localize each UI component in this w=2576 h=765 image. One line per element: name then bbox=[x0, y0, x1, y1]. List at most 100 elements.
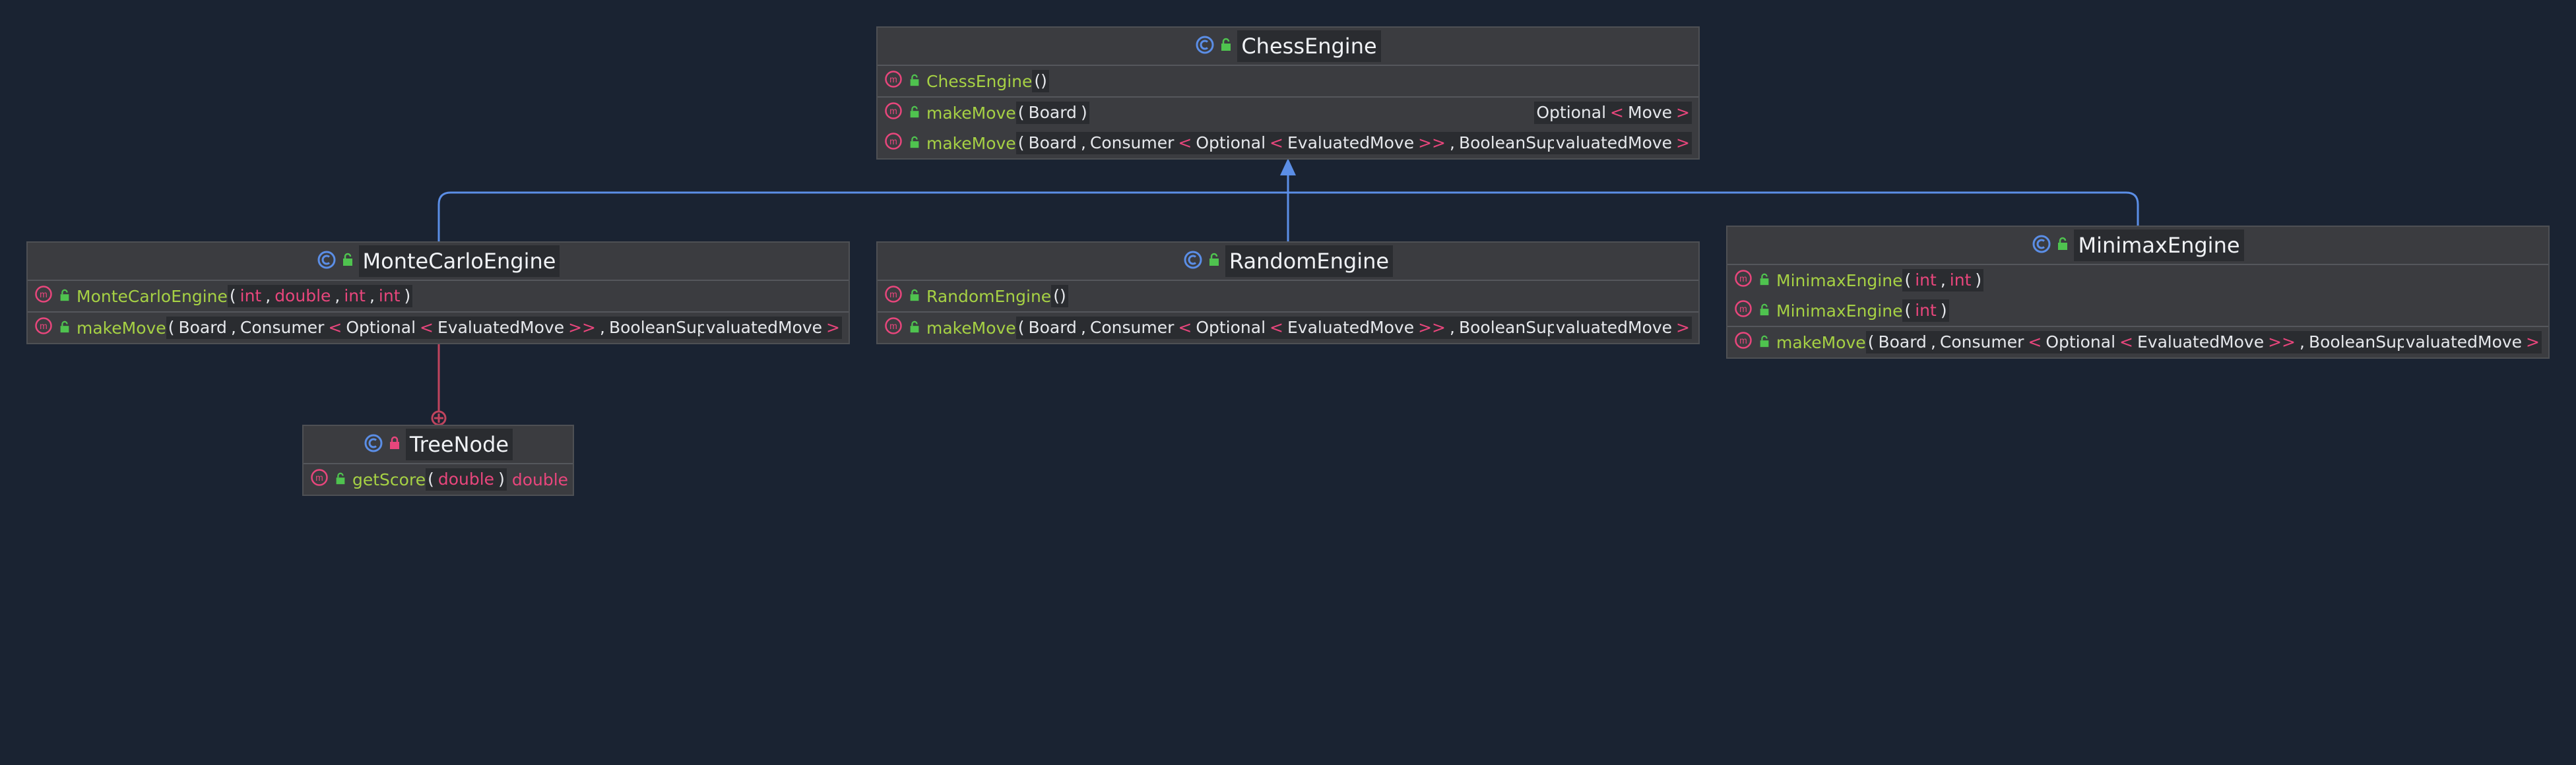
constructor-row[interactable]: m MonteCarloEngine (int,double,int,int) bbox=[28, 281, 849, 311]
method-name: makeMove bbox=[926, 318, 1016, 338]
class-title: TreeNode bbox=[405, 429, 513, 460]
class-node-random-engine[interactable]: RandomEngine m RandomEngine () m makeMov… bbox=[876, 241, 1700, 344]
generic-close: > bbox=[1674, 132, 1692, 154]
public-lock-icon bbox=[340, 253, 355, 270]
method-name: makeMove bbox=[926, 103, 1016, 123]
class-title: MonteCarloEngine bbox=[358, 245, 560, 277]
param-separator: , bbox=[1078, 317, 1088, 339]
param-type: EvaluatedMove bbox=[435, 317, 567, 339]
param-open: ( bbox=[1902, 299, 1914, 322]
public-lock-icon bbox=[334, 470, 347, 489]
param-separator: , bbox=[1938, 269, 1948, 291]
return-type: valuatedMove> bbox=[703, 313, 842, 343]
svg-text:m: m bbox=[1739, 273, 1747, 284]
public-lock-icon bbox=[908, 287, 921, 306]
method-name: MonteCarloEngine bbox=[77, 286, 228, 306]
generic-open: < bbox=[1176, 317, 1194, 339]
param-type: Board bbox=[176, 317, 229, 339]
public-lock-icon bbox=[2055, 237, 2070, 254]
method-name: makeMove bbox=[926, 133, 1016, 153]
generic-arg: Move bbox=[1626, 102, 1675, 124]
return-type: Optional<Move> bbox=[1534, 98, 1692, 128]
svg-text:m: m bbox=[315, 472, 323, 483]
method-icon: m bbox=[884, 102, 903, 124]
return-type-name: double bbox=[511, 470, 569, 489]
svg-text:m: m bbox=[40, 321, 48, 331]
methods-section: m makeMove (Board,Consumer<Optional<Eval… bbox=[28, 313, 849, 343]
return-type: valuatedMove> bbox=[2403, 327, 2542, 357]
param-type: Board bbox=[1026, 132, 1079, 154]
svg-text:m: m bbox=[1739, 335, 1747, 346]
class-node-minimax-engine[interactable]: MinimaxEngine m MinimaxEngine (int,int) … bbox=[1726, 226, 2550, 359]
return-type: valuatedMove> bbox=[1553, 128, 1692, 158]
param-type: int bbox=[238, 285, 264, 307]
return-type-name: Optional bbox=[1534, 102, 1609, 124]
param-type: int bbox=[1913, 269, 1939, 291]
method-icon: m bbox=[884, 285, 903, 307]
param-open: ( bbox=[166, 317, 177, 339]
class-node-chess-engine[interactable]: ChessEngine m ChessEngine () m makeMove … bbox=[876, 26, 1700, 160]
method-icon: m bbox=[884, 132, 903, 154]
constructor-row[interactable]: m ChessEngine () bbox=[878, 66, 1698, 96]
return-type-name: valuatedMove bbox=[1553, 317, 1675, 339]
constructor-row[interactable]: m MinimaxEngine (int) bbox=[1727, 295, 2548, 326]
param-open: ( bbox=[426, 468, 436, 491]
param-open: ( bbox=[1015, 317, 1027, 339]
method-row[interactable]: m makeMove (Board,Consumer<Optional<Eval… bbox=[28, 313, 849, 343]
method-row[interactable]: m makeMove (Board) Optional<Move> bbox=[878, 98, 1698, 128]
svg-text:m: m bbox=[889, 136, 897, 146]
param-open: ( bbox=[1015, 132, 1027, 154]
param-close: ) bbox=[1973, 269, 1984, 291]
generic-open: < bbox=[1176, 132, 1194, 154]
public-lock-icon bbox=[1207, 253, 1221, 270]
public-lock-icon bbox=[1758, 333, 1771, 352]
class-icon bbox=[2032, 234, 2051, 257]
method-row[interactable]: m makeMove (Board,Consumer<Optional<Eval… bbox=[878, 313, 1698, 343]
public-lock-icon bbox=[58, 319, 71, 338]
generic-open: < bbox=[1268, 132, 1285, 154]
return-type-name: valuatedMove bbox=[703, 317, 825, 339]
return-type-name: valuatedMove bbox=[1553, 132, 1675, 154]
constructor-row[interactable]: m RandomEngine () bbox=[878, 281, 1698, 311]
constructor-row[interactable]: m MinimaxEngine (int,int) bbox=[1727, 265, 2548, 295]
generic-close: > bbox=[2524, 331, 2542, 353]
param-separator: , bbox=[598, 317, 607, 339]
method-row[interactable]: m getScore (double) double bbox=[304, 464, 573, 495]
public-lock-icon bbox=[1758, 301, 1771, 321]
class-title: RandomEngine bbox=[1225, 245, 1394, 277]
param-separator: , bbox=[263, 285, 273, 307]
param-separator: , bbox=[1928, 331, 1938, 353]
method-name: makeMove bbox=[1776, 332, 1866, 352]
class-node-tree-node[interactable]: TreeNode m getScore (double) double bbox=[302, 425, 574, 496]
public-lock-icon bbox=[908, 72, 921, 91]
param-list: () bbox=[1032, 70, 1049, 92]
param-type: Optional bbox=[1194, 132, 1268, 154]
public-lock-icon bbox=[1219, 38, 1233, 55]
param-separator: , bbox=[1448, 317, 1457, 339]
generic-open: < bbox=[418, 317, 435, 339]
param-type: double bbox=[273, 285, 333, 307]
method-icon: m bbox=[1734, 299, 1753, 322]
class-title: ChessEngine bbox=[1237, 30, 1381, 62]
constructors-section: m MonteCarloEngine (int,double,int,int) bbox=[28, 281, 849, 313]
param-type: Consumer bbox=[238, 317, 327, 339]
method-row[interactable]: m makeMove (Board,Consumer<Optional<Eval… bbox=[878, 128, 1698, 158]
param-type: double bbox=[435, 468, 497, 491]
public-lock-icon bbox=[908, 134, 921, 153]
param-open: ( bbox=[1015, 102, 1027, 124]
method-icon: m bbox=[884, 317, 903, 339]
param-list: () bbox=[1051, 285, 1068, 307]
param-type: EvaluatedMove bbox=[2135, 331, 2267, 353]
param-close: ) bbox=[402, 285, 413, 307]
method-name: getScore bbox=[352, 470, 426, 489]
class-header: TreeNode bbox=[304, 426, 573, 464]
methods-section: m makeMove (Board,Consumer<Optional<Eval… bbox=[878, 313, 1698, 343]
svg-text:m: m bbox=[40, 289, 48, 299]
param-type: int bbox=[1913, 299, 1939, 322]
methods-section: m getScore (double) double bbox=[304, 464, 573, 495]
class-node-monte-carlo-engine[interactable]: MonteCarloEngine m MonteCarloEngine (int… bbox=[26, 241, 850, 344]
param-separator: , bbox=[333, 285, 342, 307]
param-type: int bbox=[342, 285, 368, 307]
method-icon: m bbox=[34, 285, 53, 307]
method-row[interactable]: m makeMove (Board,Consumer<Optional<Eval… bbox=[1727, 327, 2548, 357]
